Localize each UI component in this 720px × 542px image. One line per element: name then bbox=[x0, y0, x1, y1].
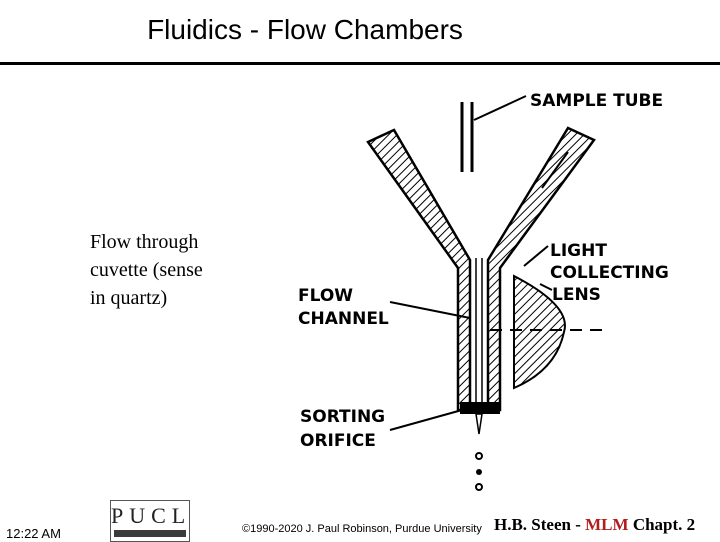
label-channel: CHANNEL bbox=[298, 309, 389, 329]
sorting-orifice bbox=[460, 402, 500, 414]
caption-line: in quartz) bbox=[90, 287, 168, 309]
diagram-caption: Flow through cuvette (sense in quartz) bbox=[90, 228, 260, 312]
logo-text: PUCL bbox=[111, 503, 192, 528]
label-lens: LENS bbox=[552, 285, 601, 305]
label-sorting: SORTING bbox=[300, 407, 385, 427]
label-light: LIGHT bbox=[550, 241, 607, 261]
footer-copyright: ©1990-2020 J. Paul Robinson, Purdue Univ… bbox=[242, 523, 482, 535]
label-orifice: ORIFICE bbox=[300, 431, 376, 451]
label-sample-tube: SAMPLE TUBE bbox=[530, 91, 663, 111]
credit-prefix: H.B. Steen - bbox=[494, 515, 586, 534]
logo-band bbox=[114, 530, 186, 537]
credit-mlm: MLM bbox=[585, 515, 629, 534]
label-collecting: COLLECTING bbox=[550, 263, 669, 283]
pucl-logo: PUCL bbox=[110, 500, 190, 542]
footer-credit: H.B. Steen - MLM Chapt. 2 bbox=[494, 515, 695, 535]
label-flow: FLOW bbox=[298, 286, 353, 306]
chamber-left-wall bbox=[366, 128, 472, 412]
slide-title: Fluidics - Flow Chambers bbox=[147, 14, 463, 45]
sample-tube bbox=[460, 102, 474, 172]
flow-chamber-diagram: SAMPLE TUBE LIGHT COLLECTING LENS FLOW C… bbox=[298, 91, 669, 491]
light-collecting-lens bbox=[513, 274, 566, 390]
title-divider bbox=[0, 62, 720, 65]
caption-line: Flow through bbox=[90, 231, 199, 253]
footer-time: 12:22 AM bbox=[6, 526, 61, 541]
droplets bbox=[475, 452, 483, 491]
caption-line: cuvette (sense bbox=[90, 259, 203, 281]
credit-suffix: Chapt. 2 bbox=[628, 515, 696, 534]
